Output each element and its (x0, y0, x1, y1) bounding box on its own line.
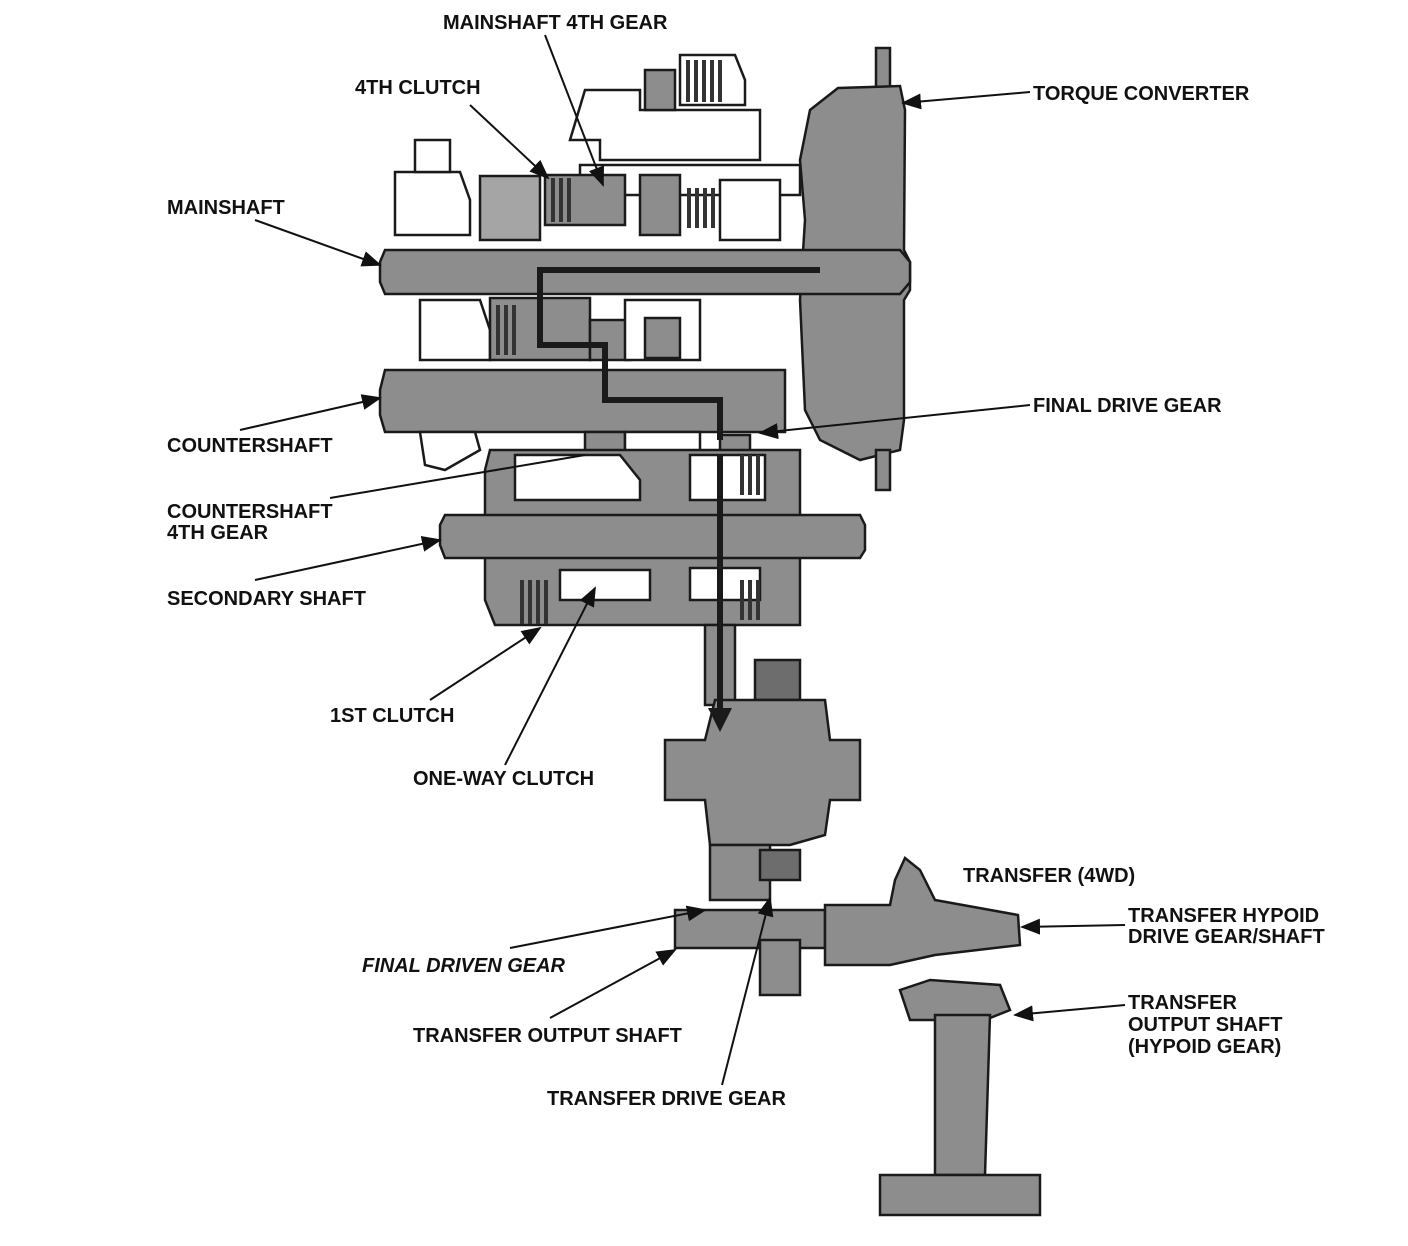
label-one-way-clutch: ONE-WAY CLUTCH (413, 768, 594, 790)
middle-gear-assembly (418, 296, 702, 362)
label-transfer-4wd: TRANSFER (4WD) (963, 865, 1135, 887)
power-flow-path (537, 267, 820, 732)
final-drive-differential (663, 623, 862, 902)
leader-lines (239, 34, 1126, 1086)
label-final-driven-gear: FINAL DRIVEN GEAR (362, 955, 566, 977)
mainshaft-upper-assembly (393, 53, 802, 242)
countershaft (378, 368, 787, 434)
label-secondary-shaft: SECONDARY SHAFT (167, 588, 366, 610)
first-clutch-plates (520, 455, 760, 624)
upper-clutch-plates (686, 60, 722, 102)
label-1st-clutch: 1ST CLUTCH (330, 705, 454, 727)
label-countershaft-4th-gear-line1: COUNTERSHAFT (167, 501, 333, 523)
label-transfer-output-line3: (HYPOID GEAR) (1128, 1036, 1281, 1058)
label-transfer-output-line2: OUTPUT SHAFT (1128, 1014, 1282, 1036)
label-4th-clutch: 4TH CLUTCH (355, 77, 481, 99)
transfer-assembly (673, 856, 1042, 1217)
label-final-drive-gear: FINAL DRIVE GEAR (1033, 395, 1222, 417)
label-mainshaft: MAINSHAFT (167, 197, 285, 219)
label-transfer-hypoid-line1: TRANSFER HYPOID (1128, 905, 1319, 927)
label-countershaft: COUNTERSHAFT (167, 435, 333, 457)
label-transfer-output-line1: TRANSFER (1128, 992, 1237, 1014)
label-mainshaft-4th-gear: MAINSHAFT 4TH GEAR (443, 12, 668, 34)
label-transfer-output-shaft: TRANSFER OUTPUT SHAFT (413, 1025, 682, 1047)
secondary-shaft (438, 513, 867, 560)
label-torque-converter: TORQUE CONVERTER (1033, 83, 1250, 105)
label-transfer-hypoid-line2: DRIVE GEAR/SHAFT (1128, 926, 1325, 948)
label-countershaft-4th-gear-line2: 4TH GEAR (167, 522, 269, 544)
middle-clutch-plates (496, 305, 516, 355)
label-transfer-drive-gear: TRANSFER DRIVE GEAR (547, 1088, 786, 1110)
